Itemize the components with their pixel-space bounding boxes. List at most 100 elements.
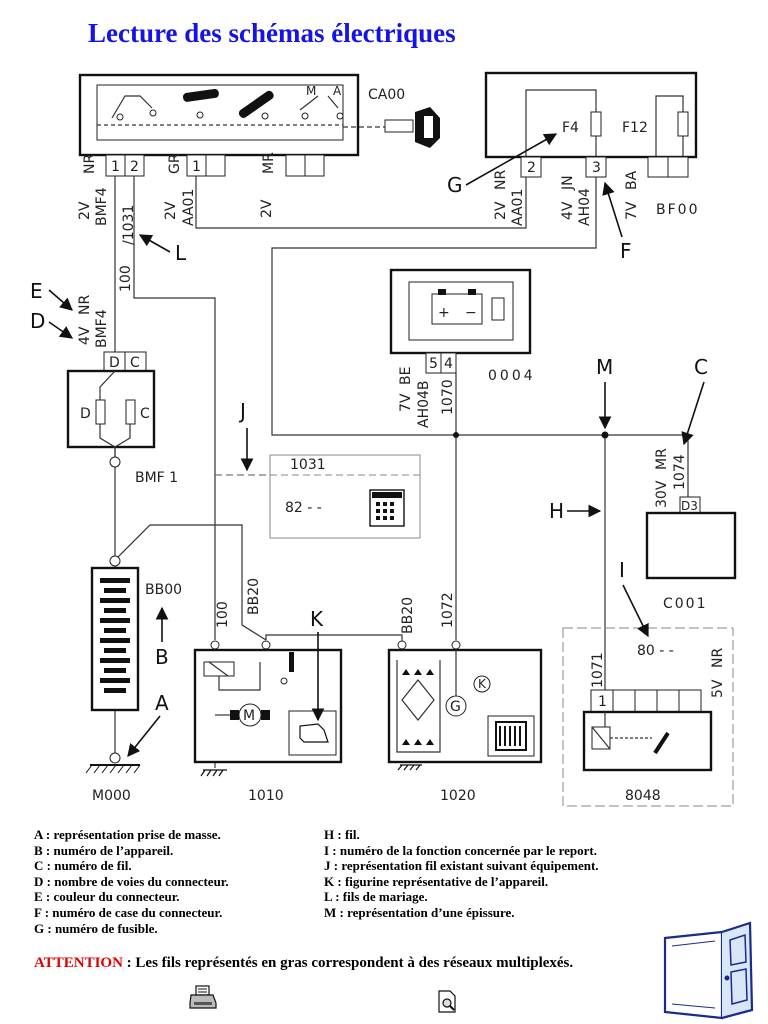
wire-1070: 1070	[440, 379, 456, 415]
label-1010: 1010	[248, 788, 284, 804]
legend-right-column: H : fil. I : numéro de la fonction conce…	[324, 827, 599, 921]
legend-item-a: A : représentation prise de masse.	[34, 827, 221, 842]
wire-color-nr: NR	[82, 154, 98, 174]
pin-1-8048: 1	[598, 694, 607, 710]
component-1020: G K 1020	[387, 640, 543, 804]
pin-d3: D3	[681, 499, 698, 513]
callout-e: E	[30, 279, 43, 303]
wire-7v-b: 7V	[398, 393, 414, 412]
legend-item-j: J : représentation fil existant suivant …	[324, 858, 599, 874]
optional-equipment-box: 1031 82 - -	[269, 454, 421, 539]
wire-labels: NR 2V BMF4 /1031 GR 2V AA01 MR 2V 2V NR …	[77, 152, 726, 698]
svg-text:M: M	[243, 708, 255, 724]
search-document-icon[interactable]	[437, 990, 459, 1014]
callout-g: G	[447, 173, 463, 197]
callout-k: K	[310, 607, 324, 631]
wire-30v: 30V	[654, 480, 670, 508]
wire-100-b: 100	[215, 601, 231, 628]
component-bb00: BB00	[90, 555, 182, 712]
legend-item-c: C : numéro de fil.	[34, 858, 132, 874]
door-icon[interactable]	[660, 920, 760, 1020]
svg-text:+: +	[438, 305, 450, 321]
pin-d-inner: D	[80, 406, 91, 422]
callout-l: L	[175, 241, 187, 265]
legend-item-b: B : numéro de l’appareil.	[34, 842, 174, 858]
pin-c-inner: C	[140, 406, 150, 422]
page-title: Lecture des schémas électriques	[88, 18, 456, 48]
wire-2v-c: 2V	[259, 199, 275, 218]
label-ca00: CA00	[368, 87, 405, 103]
callout-a: A	[155, 691, 169, 715]
callouts: G L F E D M C J H I B K A	[30, 133, 708, 757]
printer-icon[interactable]	[189, 985, 217, 1011]
legend-item-k: K : figurine représentative de l’apparei…	[324, 873, 549, 889]
pin-1-ca00: 1	[111, 159, 120, 175]
pin-1-gr: 1	[192, 159, 201, 175]
label-bb00: BB00	[145, 582, 182, 598]
attention-label: ATTENTION	[34, 955, 123, 971]
wire-color-mr: MR	[261, 152, 277, 174]
legend-left-column: A : représentation prise de masse. B : n…	[34, 827, 229, 936]
svg-text:A: A	[333, 84, 342, 98]
wire-1072: 1072	[440, 592, 456, 628]
wire-color-be: BE	[398, 367, 414, 385]
wire-color-nr-c: NR	[77, 295, 93, 315]
label-1020: 1020	[440, 788, 476, 804]
svg-text:−: −	[465, 305, 477, 321]
wire-2v-b: 2V	[163, 201, 179, 220]
pin-c: C	[130, 355, 140, 371]
legend-item-l: L : fils de mariage.	[324, 889, 428, 905]
legend-item-m: M : représentation d’une épissure.	[324, 904, 515, 920]
callout-b: B	[155, 645, 169, 669]
wire-5v: 5V	[710, 679, 726, 698]
ground-m000: M000	[85, 752, 141, 804]
wires	[114, 176, 689, 762]
callout-j: J	[238, 399, 246, 423]
wire-2v-d: 2V	[493, 201, 509, 220]
wire-ah04: AH04	[577, 188, 593, 226]
svg-text:K: K	[478, 677, 487, 691]
component-bmf1: D C D C BMF 1	[66, 351, 178, 486]
svg-text:G: G	[450, 699, 461, 715]
pin-2-ca00: 2	[130, 159, 139, 175]
wire-color-mr-b: MR	[654, 448, 670, 470]
attention-text: : Les fils représentés en gras correspon…	[122, 955, 574, 971]
wire-color-ba: BA	[624, 170, 640, 190]
callout-h: H	[549, 499, 564, 523]
callout-c: C	[694, 355, 708, 379]
callout-m: M	[596, 355, 613, 379]
wire-bmf4: BMF4	[94, 187, 110, 226]
wire-bmf4-b: BMF4	[94, 309, 110, 348]
label-c001: C001	[663, 596, 708, 612]
wire-color-gr: GR	[167, 153, 183, 174]
fuse-f4: F4	[562, 120, 579, 136]
attention-note: ATTENTION : Les fils représentés en gras…	[34, 955, 573, 972]
label-bmf1: BMF 1	[135, 470, 178, 486]
ref-80: 80 - -	[637, 643, 674, 659]
wire-ah04b: AH04B	[416, 380, 432, 428]
wire-color-nr-b: NR	[493, 170, 509, 190]
connector-ca00: 1 2 1	[105, 154, 325, 177]
pin-5: 5	[429, 356, 438, 372]
wire-color-jn: JN	[560, 175, 576, 191]
callout-i: I	[619, 558, 625, 582]
legend-item-h: H : fil.	[324, 827, 360, 842]
wire-bb20: BB20	[246, 578, 262, 615]
pin-3-bf00: 3	[592, 160, 601, 176]
label-bf00: BF00	[656, 202, 699, 218]
wire-4v-b: 4V	[77, 326, 93, 345]
legend-item-d: D : nombre de voies du connecteur.	[34, 873, 229, 889]
callout-d: D	[30, 309, 45, 333]
component-c001: D3 C001	[645, 496, 737, 612]
pin-4: 4	[444, 356, 453, 372]
fuse-f12: F12	[622, 120, 648, 136]
callout-f: F	[620, 239, 632, 263]
legend-item-i: I : numéro de la fonction concernée par …	[324, 842, 597, 858]
wire-2v: 2V	[77, 201, 93, 220]
wire-1074: 1074	[672, 454, 688, 490]
wire-1031: /1031	[121, 205, 137, 245]
legend-item-f: F : numéro de case du connecteur.	[34, 904, 223, 920]
pin-d: D	[109, 355, 120, 371]
